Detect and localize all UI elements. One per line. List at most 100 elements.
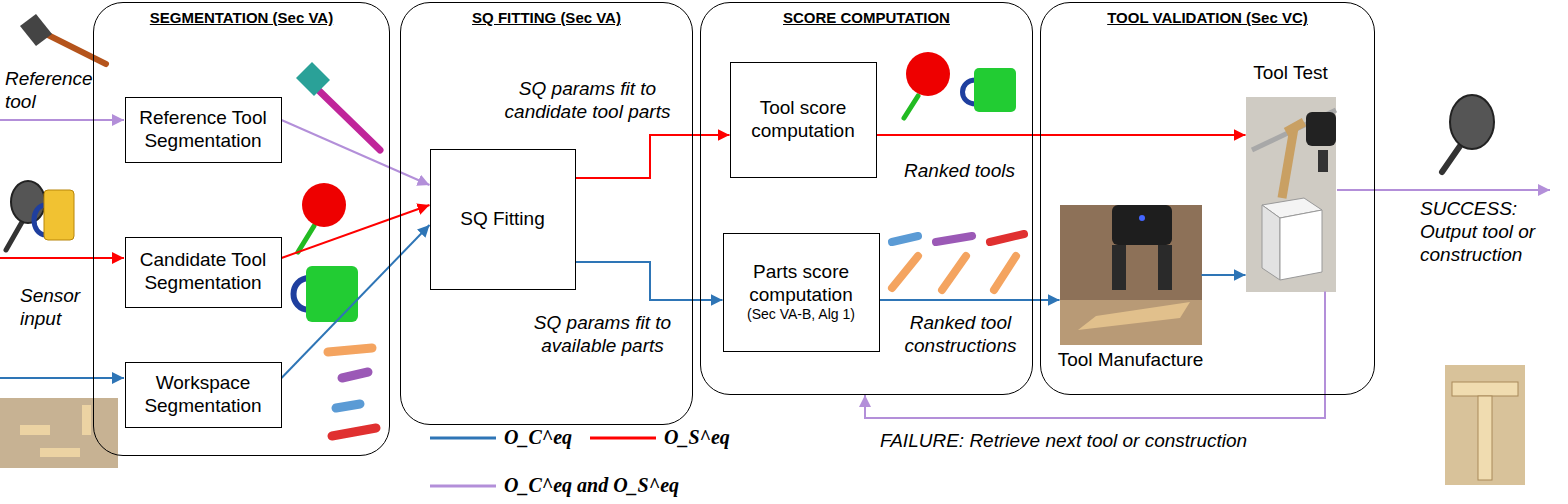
process-box: SQ Fitting (430, 149, 576, 290)
photo-robot-hand (1318, 150, 1328, 172)
photo-box (1280, 210, 1322, 280)
ranked-part (892, 256, 918, 288)
annotation-label: Ranked tools (897, 160, 1022, 183)
photo-led (1139, 215, 1145, 221)
process-box: Parts score computation(Sec VA-B, Alg 1) (723, 233, 880, 352)
annotation-label: Reference tool (5, 68, 110, 114)
panel-title: TOOL VALIDATION (Sec VC) (1041, 9, 1374, 26)
ranked-mug (974, 68, 1016, 112)
box-label: Reference Tool Segmentation (132, 107, 275, 153)
annotation-label: SUCCESS: Output tool or construction (1420, 198, 1562, 266)
process-box: Reference Tool Segmentation (125, 97, 282, 163)
tool-manufacture-photo (1060, 205, 1202, 345)
photo-caption: Tool Manufacture (1040, 349, 1222, 372)
legend-line-sample (430, 436, 496, 439)
stage-panel: TOOL VALIDATION (Sec VC) Tool TestTool Ma… (1040, 2, 1375, 395)
connector (282, 225, 430, 378)
process-box: Tool score computation (730, 62, 877, 178)
photo-wood (1478, 396, 1492, 480)
photo-node: Tool Test (1246, 62, 1336, 292)
pan-handle (6, 222, 22, 250)
annotation-label: Ranked tool constructions (893, 312, 1028, 358)
annotation-label: SQ params fit to available parts (520, 312, 685, 358)
legend-item: O_C^eq and O_S^eq (430, 474, 679, 497)
output-pan-handle (1442, 146, 1460, 172)
photo-wood (1286, 122, 1304, 132)
photo-wood (1282, 128, 1294, 198)
panel-title: SQ FITTING (Sec VA) (401, 9, 692, 26)
segment-part (336, 404, 360, 408)
photo-table (1060, 300, 1202, 345)
box-label: Parts score computation (730, 261, 873, 307)
ranked-mug-handle (963, 80, 977, 104)
ranked-part (936, 236, 972, 242)
segment-hammer-head (296, 62, 330, 96)
stage-panel: SEGMENTATION (Sec VA) Reference Tool Segm… (93, 2, 390, 456)
photo-wood (1078, 302, 1190, 330)
process-box: Workspace Segmentation (125, 362, 282, 428)
hammer-head (20, 14, 52, 46)
segment-part (342, 372, 368, 378)
panel-title: SEGMENTATION (Sec VA) (94, 9, 389, 26)
segment-part (332, 428, 376, 436)
ranked-part (990, 234, 1024, 242)
legend-line (430, 433, 496, 443)
input-arrow (0, 119, 124, 121)
annotation-label: SQ params fit to candidate tool parts (490, 78, 685, 124)
legend-line-sample (430, 484, 496, 487)
tool-test-photo (1246, 97, 1336, 292)
output-pan (1450, 95, 1494, 149)
legend-item: O_C^eq (430, 426, 572, 449)
ranked-pan (906, 52, 950, 96)
photo-wood (1452, 382, 1518, 396)
input-arrow (0, 257, 124, 259)
photo-gripper (1158, 245, 1172, 290)
segment-pan (302, 183, 346, 227)
output-arrow (1337, 189, 1550, 191)
legend-line (590, 433, 656, 443)
process-box: Candidate Tool Segmentation (125, 237, 282, 308)
box-label: Candidate Tool Segmentation (132, 249, 275, 295)
connector (282, 205, 430, 258)
ranked-part (892, 236, 918, 242)
workspace-photo (0, 398, 118, 468)
stage-panel: SQ FITTING (Sec VA) SQ Fitting (400, 2, 693, 425)
box-label: SQ Fitting (460, 208, 544, 231)
legend-line-sample (590, 436, 656, 439)
box-label: Tool score computation (737, 97, 870, 143)
box-label: Workspace Segmentation (132, 372, 275, 418)
segment-mug (306, 266, 358, 322)
wood-part (20, 425, 50, 435)
photo-node: Tool Manufacture (1060, 205, 1202, 372)
connector (865, 292, 1325, 419)
ranked-pan-handle (904, 96, 918, 118)
annotation-label: Sensor input (20, 285, 110, 331)
photo-caption: Tool Test (1246, 62, 1336, 85)
input-arrow (0, 377, 124, 379)
ranked-part (942, 256, 966, 290)
connector (576, 135, 730, 178)
ranked-part (994, 256, 1016, 290)
photo-gripper (1112, 205, 1172, 245)
panel-title: SCORE COMPUTATION (701, 9, 1032, 26)
photo-robot-hand (1306, 112, 1336, 146)
legend-item: O_S^eq (590, 426, 730, 449)
mug-icon (44, 190, 74, 240)
legend-text: O_S^eq (664, 426, 730, 449)
box-label: (Sec VA-B, Alg 1) (747, 306, 855, 323)
wood-part (40, 448, 80, 457)
photo-box (1262, 205, 1280, 280)
legend-line (430, 481, 496, 491)
segment-part (328, 348, 372, 352)
hammer-handle (42, 32, 106, 64)
legend-text: O_C^eq and O_S^eq (504, 474, 679, 497)
pan-icon (11, 181, 45, 223)
connector (1202, 274, 1246, 276)
wood-part (82, 405, 91, 435)
construction-photo (1445, 365, 1525, 485)
photo-gripper (1112, 245, 1126, 290)
legend-text: O_C^eq (504, 426, 572, 449)
connector (877, 134, 1246, 136)
annotation-label: FAILURE: Retrieve next tool or construct… (880, 430, 1320, 453)
